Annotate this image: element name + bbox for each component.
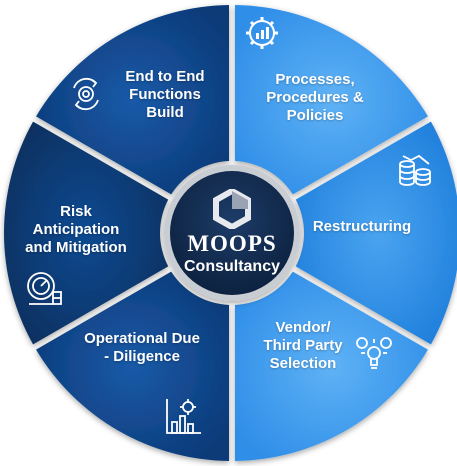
gauge-gear-icon xyxy=(27,272,62,305)
wheel-segment-processes xyxy=(234,5,428,195)
segment-label-vendor: Vendor/ Third Party Selection xyxy=(263,319,343,372)
segment-label-restructuring: Restructuring xyxy=(312,218,412,235)
hexagon-logo-icon xyxy=(213,189,251,229)
wheel-segment-vendor xyxy=(234,271,428,461)
center-brand: MOOPS Consultancy xyxy=(167,189,297,277)
brand-name: MOOPS xyxy=(187,231,277,256)
segment-label-due-diligence: Operational Due - Diligence xyxy=(84,330,200,365)
bar-chart-virus-icon xyxy=(166,399,201,434)
center-disc xyxy=(170,171,294,295)
brand-subtitle: Consultancy xyxy=(183,258,280,275)
gear-cycle-icon xyxy=(73,77,99,111)
wheel-segment-due-diligence xyxy=(36,271,230,461)
lightbulb-gears-icon xyxy=(356,337,392,369)
wheel-segment-risk xyxy=(4,121,169,345)
gear-chart-icon xyxy=(246,17,278,49)
segment-label-processes: Processes, Procedures & Policies xyxy=(266,71,364,124)
wheel-segment-end-to-end xyxy=(36,5,230,195)
segment-label-risk: Risk Anticipation and Mitigation xyxy=(25,203,127,256)
coins-chart-icon xyxy=(399,154,431,186)
segment-label-end-to-end: End to End Functions Build xyxy=(125,68,205,121)
